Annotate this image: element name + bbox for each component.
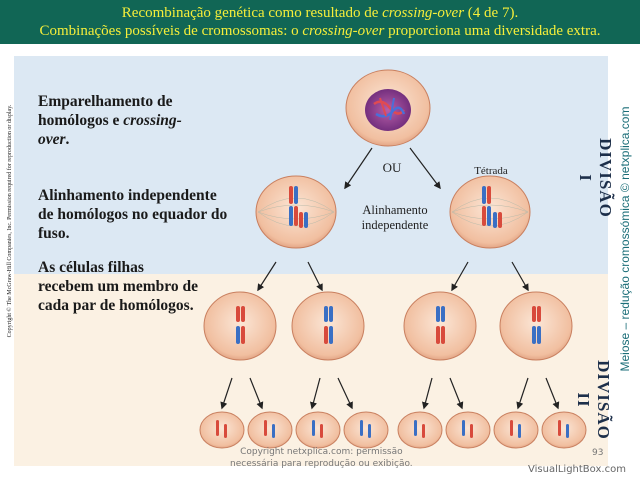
stage-daughters: As células filhas recebem um membro de c…: [38, 259, 198, 314]
tetrad-label: Tétrada: [474, 165, 508, 177]
arrow: [344, 147, 373, 190]
metaphase-cell-left: [255, 175, 337, 249]
page-number: 93: [592, 448, 604, 458]
gamete-cell: [541, 411, 587, 449]
slide-header: Recombinação genética como resultado de …: [0, 0, 640, 44]
division-two-cell: [499, 291, 573, 361]
arrow: [511, 261, 529, 292]
header-title: Recombinação genética como resultado de …: [121, 5, 519, 21]
division-two-cell: [203, 291, 277, 361]
watermark[interactable]: VisualLightBox.com: [528, 464, 626, 475]
stage-alignment: Alinhamento independente de homólogos no…: [38, 187, 228, 242]
arrow: [451, 261, 469, 292]
division-two-cell: [403, 291, 477, 361]
division-two-cell: [291, 291, 365, 361]
gamete-cell: [445, 411, 491, 449]
pairing-cell: [345, 69, 431, 147]
gamete-cell: [343, 411, 389, 449]
stage-pairing: Emparelhamento de homólogos e crossing-o…: [38, 93, 182, 148]
nucleus: [365, 89, 411, 131]
footer-copyright: Copyright netxplica.com: permissão neces…: [230, 447, 413, 469]
gamete-arrows: [220, 377, 560, 410]
gamete-cell: [295, 411, 341, 449]
alignment-label: Alinhamento independente: [361, 203, 429, 232]
header-subtitle: Combinações possíveis de cromossomas: o …: [39, 23, 601, 39]
gamete-cell: [397, 411, 443, 449]
gamete-cell: [247, 411, 293, 449]
gamete-cell: [493, 411, 539, 449]
arrow: [257, 261, 277, 292]
metaphase-cell-right: [449, 175, 531, 249]
arrow: [409, 147, 441, 190]
arrow: [307, 261, 323, 292]
gamete-cell: [199, 411, 245, 449]
or-label: OU: [382, 160, 402, 175]
